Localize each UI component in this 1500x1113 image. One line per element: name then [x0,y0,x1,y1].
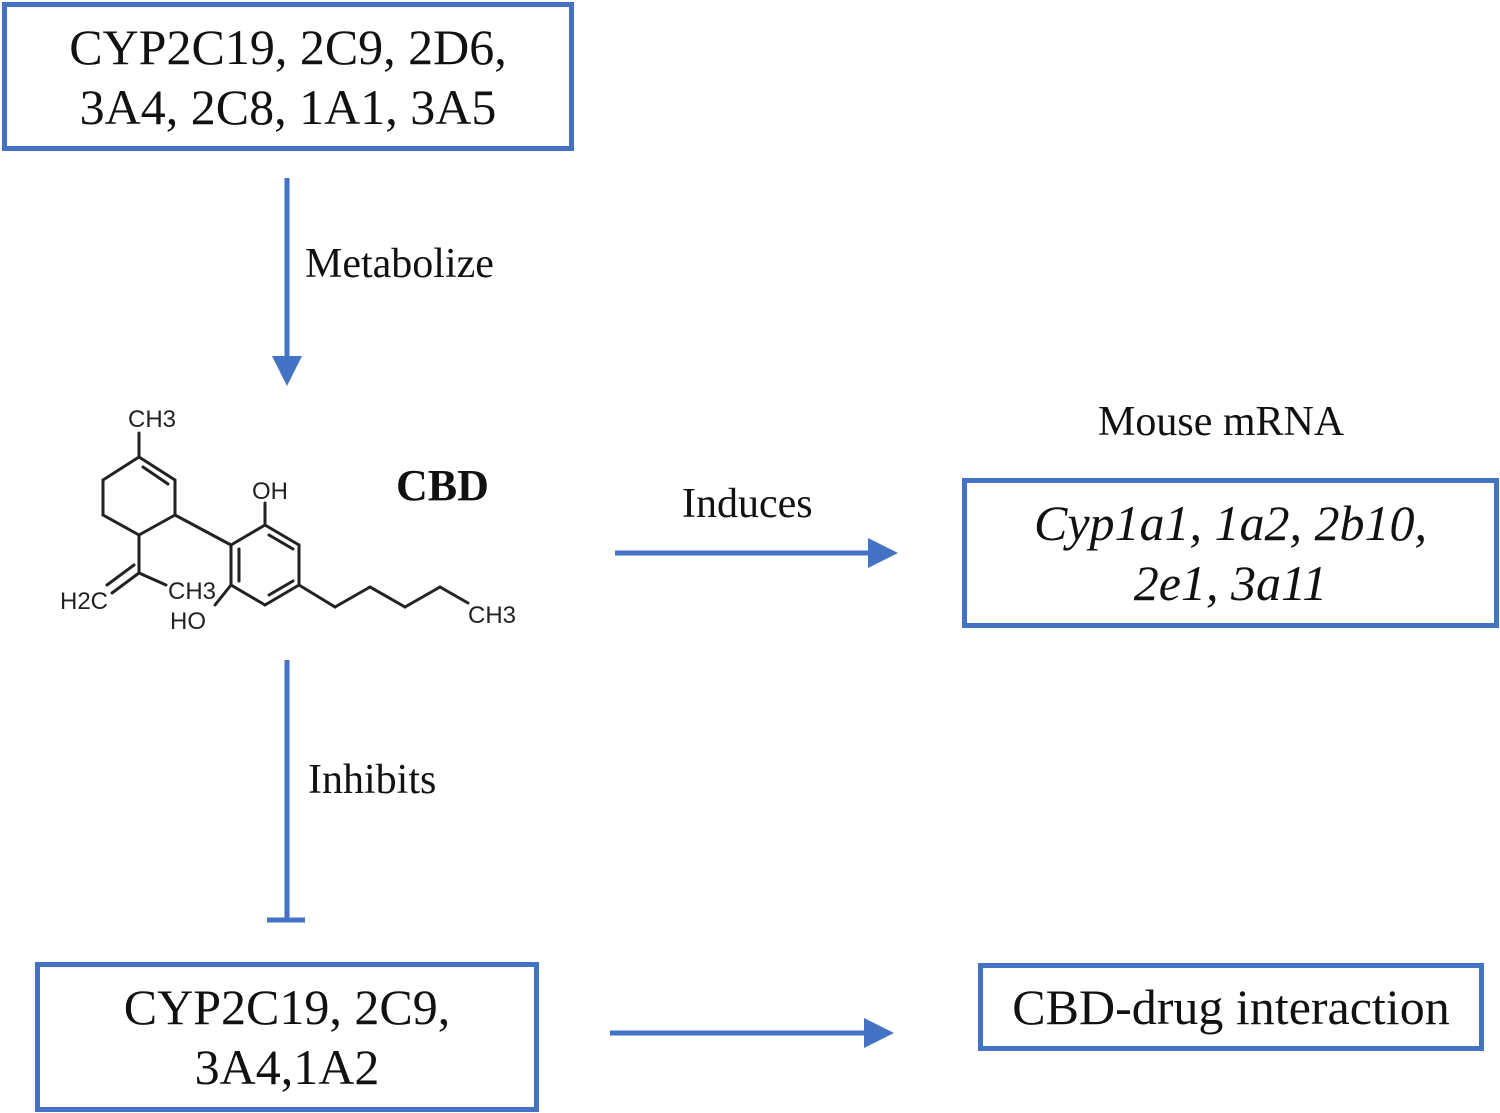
metabolizing-enzymes-line-1: CYP2C19, 2C9, 2D6, [69,18,507,75]
cbd-drug-interaction-box: CBD-drug interaction [978,963,1484,1051]
ho-label: HO [170,608,206,635]
cbd-drug-interaction-text: CBD-drug interaction [1012,979,1450,1035]
inhibited-enzymes-line-2: 3A4,1A2 [194,1039,380,1095]
cbd-molecule-structure: CH3 OH H2C CH3 HO CH3 [60,406,516,635]
metabolizing-enzymes-box: CYP2C19, 2C9, 2D6, 3A4, 2C8, 1A1, 3A5 [2,2,574,151]
metabolizing-enzymes-line-2: 3A4, 2C8, 1A1, 3A5 [79,78,497,135]
mouse-mrna-title: Mouse mRNA [1098,399,1345,445]
inhibited-enzymes-box: CYP2C19, 2C9, 3A4,1A2 [35,962,539,1112]
induces-label: Induces [682,481,813,527]
ch3-top-label: CH3 [128,406,176,433]
inhibited-enzymes-line-1: CYP2C19, 2C9, [123,979,451,1035]
mouse-mrna-box: Cyp1a1, 1a2, 2b10, 2e1, 3a11 [962,478,1499,628]
h2c-label: H2C [60,588,108,615]
metabolize-label: Metabolize [305,241,494,287]
oh-label: OH [252,478,288,505]
cbd-label: CBD [396,461,489,510]
mouse-mrna-line-1: Cyp1a1, 1a2, 2b10, [1033,495,1428,551]
inhibits-label: Inhibits [308,757,437,803]
ch3-tail-label: CH3 [468,602,516,629]
ch3-mid-label: CH3 [168,578,216,605]
mouse-mrna-line-2: 2e1, 3a11 [1133,555,1328,611]
